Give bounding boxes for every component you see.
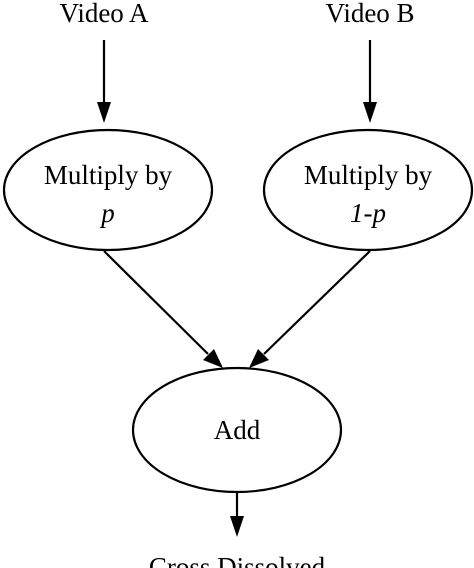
edge-add-to-output	[230, 493, 244, 537]
node-multiply-by-one-minus-p: Multiply by 1-p	[262, 128, 474, 252]
edge-multiply-b-to-add	[249, 250, 371, 368]
node-multiply-by-one-minus-p-variable: 1-p	[350, 198, 386, 228]
node-add: Add	[131, 366, 343, 494]
edge-multiply-a-to-add	[103, 250, 223, 368]
edge-video-b-to-multiply-b	[363, 40, 377, 123]
node-multiply-by-p: Multiply by p	[2, 128, 214, 252]
output-label-cross-dissolved: Cross Dissolved	[149, 552, 326, 568]
edge-video-a-to-multiply-a	[97, 40, 111, 123]
node-add-label: Add	[214, 415, 261, 445]
input-label-video-a: Video A	[59, 0, 149, 28]
input-label-video-b: Video B	[325, 0, 414, 28]
node-multiply-by-p-label: Multiply by	[44, 160, 173, 190]
node-multiply-by-p-variable: p	[99, 198, 115, 228]
node-multiply-by-one-minus-p-label: Multiply by	[304, 160, 433, 190]
